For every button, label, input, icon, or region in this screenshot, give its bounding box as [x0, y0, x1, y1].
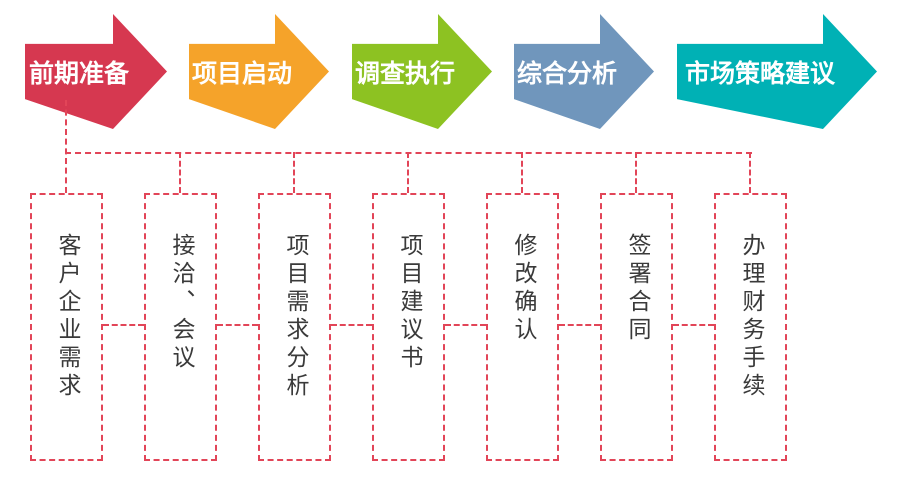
stage-arrow-label: 项目启动: [192, 58, 293, 88]
step-label: 项目需求分析: [282, 233, 308, 401]
step-box: 签署合同: [600, 193, 673, 461]
step-box: 接洽、会议: [144, 193, 217, 461]
connector-line: [103, 324, 144, 326]
step-box: 修改确认: [486, 193, 559, 461]
stage-arrow-label: 综合分析: [517, 58, 618, 88]
step-box: 项目建议书: [372, 193, 445, 461]
stage-arrow-label: 市场策略建议: [684, 58, 835, 88]
step-box: 办理财务手续: [714, 193, 787, 461]
step-label: 办理财务手续: [738, 233, 764, 401]
connector-line: [673, 324, 714, 326]
stage-arrow-label: 前期准备: [29, 58, 130, 88]
connector-line: [179, 152, 181, 193]
step-label: 客户企业需求: [54, 233, 80, 401]
step-label: 项目建议书: [396, 233, 422, 373]
connector-line: [635, 152, 637, 193]
connector-line: [65, 100, 67, 193]
connector-line: [217, 324, 258, 326]
connector-line: [559, 324, 600, 326]
stage-arrow: 前期准备: [25, 14, 167, 129]
stage-arrow: 市场策略建议: [677, 14, 877, 129]
step-box: 客户企业需求: [30, 193, 103, 461]
stage-arrow-label: 调查执行: [355, 58, 456, 88]
connector-line: [293, 152, 295, 193]
stage-arrow: 综合分析: [514, 14, 654, 129]
step-box: 项目需求分析: [258, 193, 331, 461]
connector-line: [331, 324, 372, 326]
connector-line: [445, 324, 486, 326]
step-label: 签署合同: [624, 233, 650, 345]
step-label: 修改确认: [510, 233, 536, 345]
connector-line: [749, 152, 751, 193]
step-label: 接洽、会议: [168, 233, 194, 373]
stage-arrow: 调查执行: [352, 14, 492, 129]
stage-arrow: 项目启动: [189, 14, 329, 129]
connector-line: [407, 152, 409, 193]
connector-line: [521, 152, 523, 193]
